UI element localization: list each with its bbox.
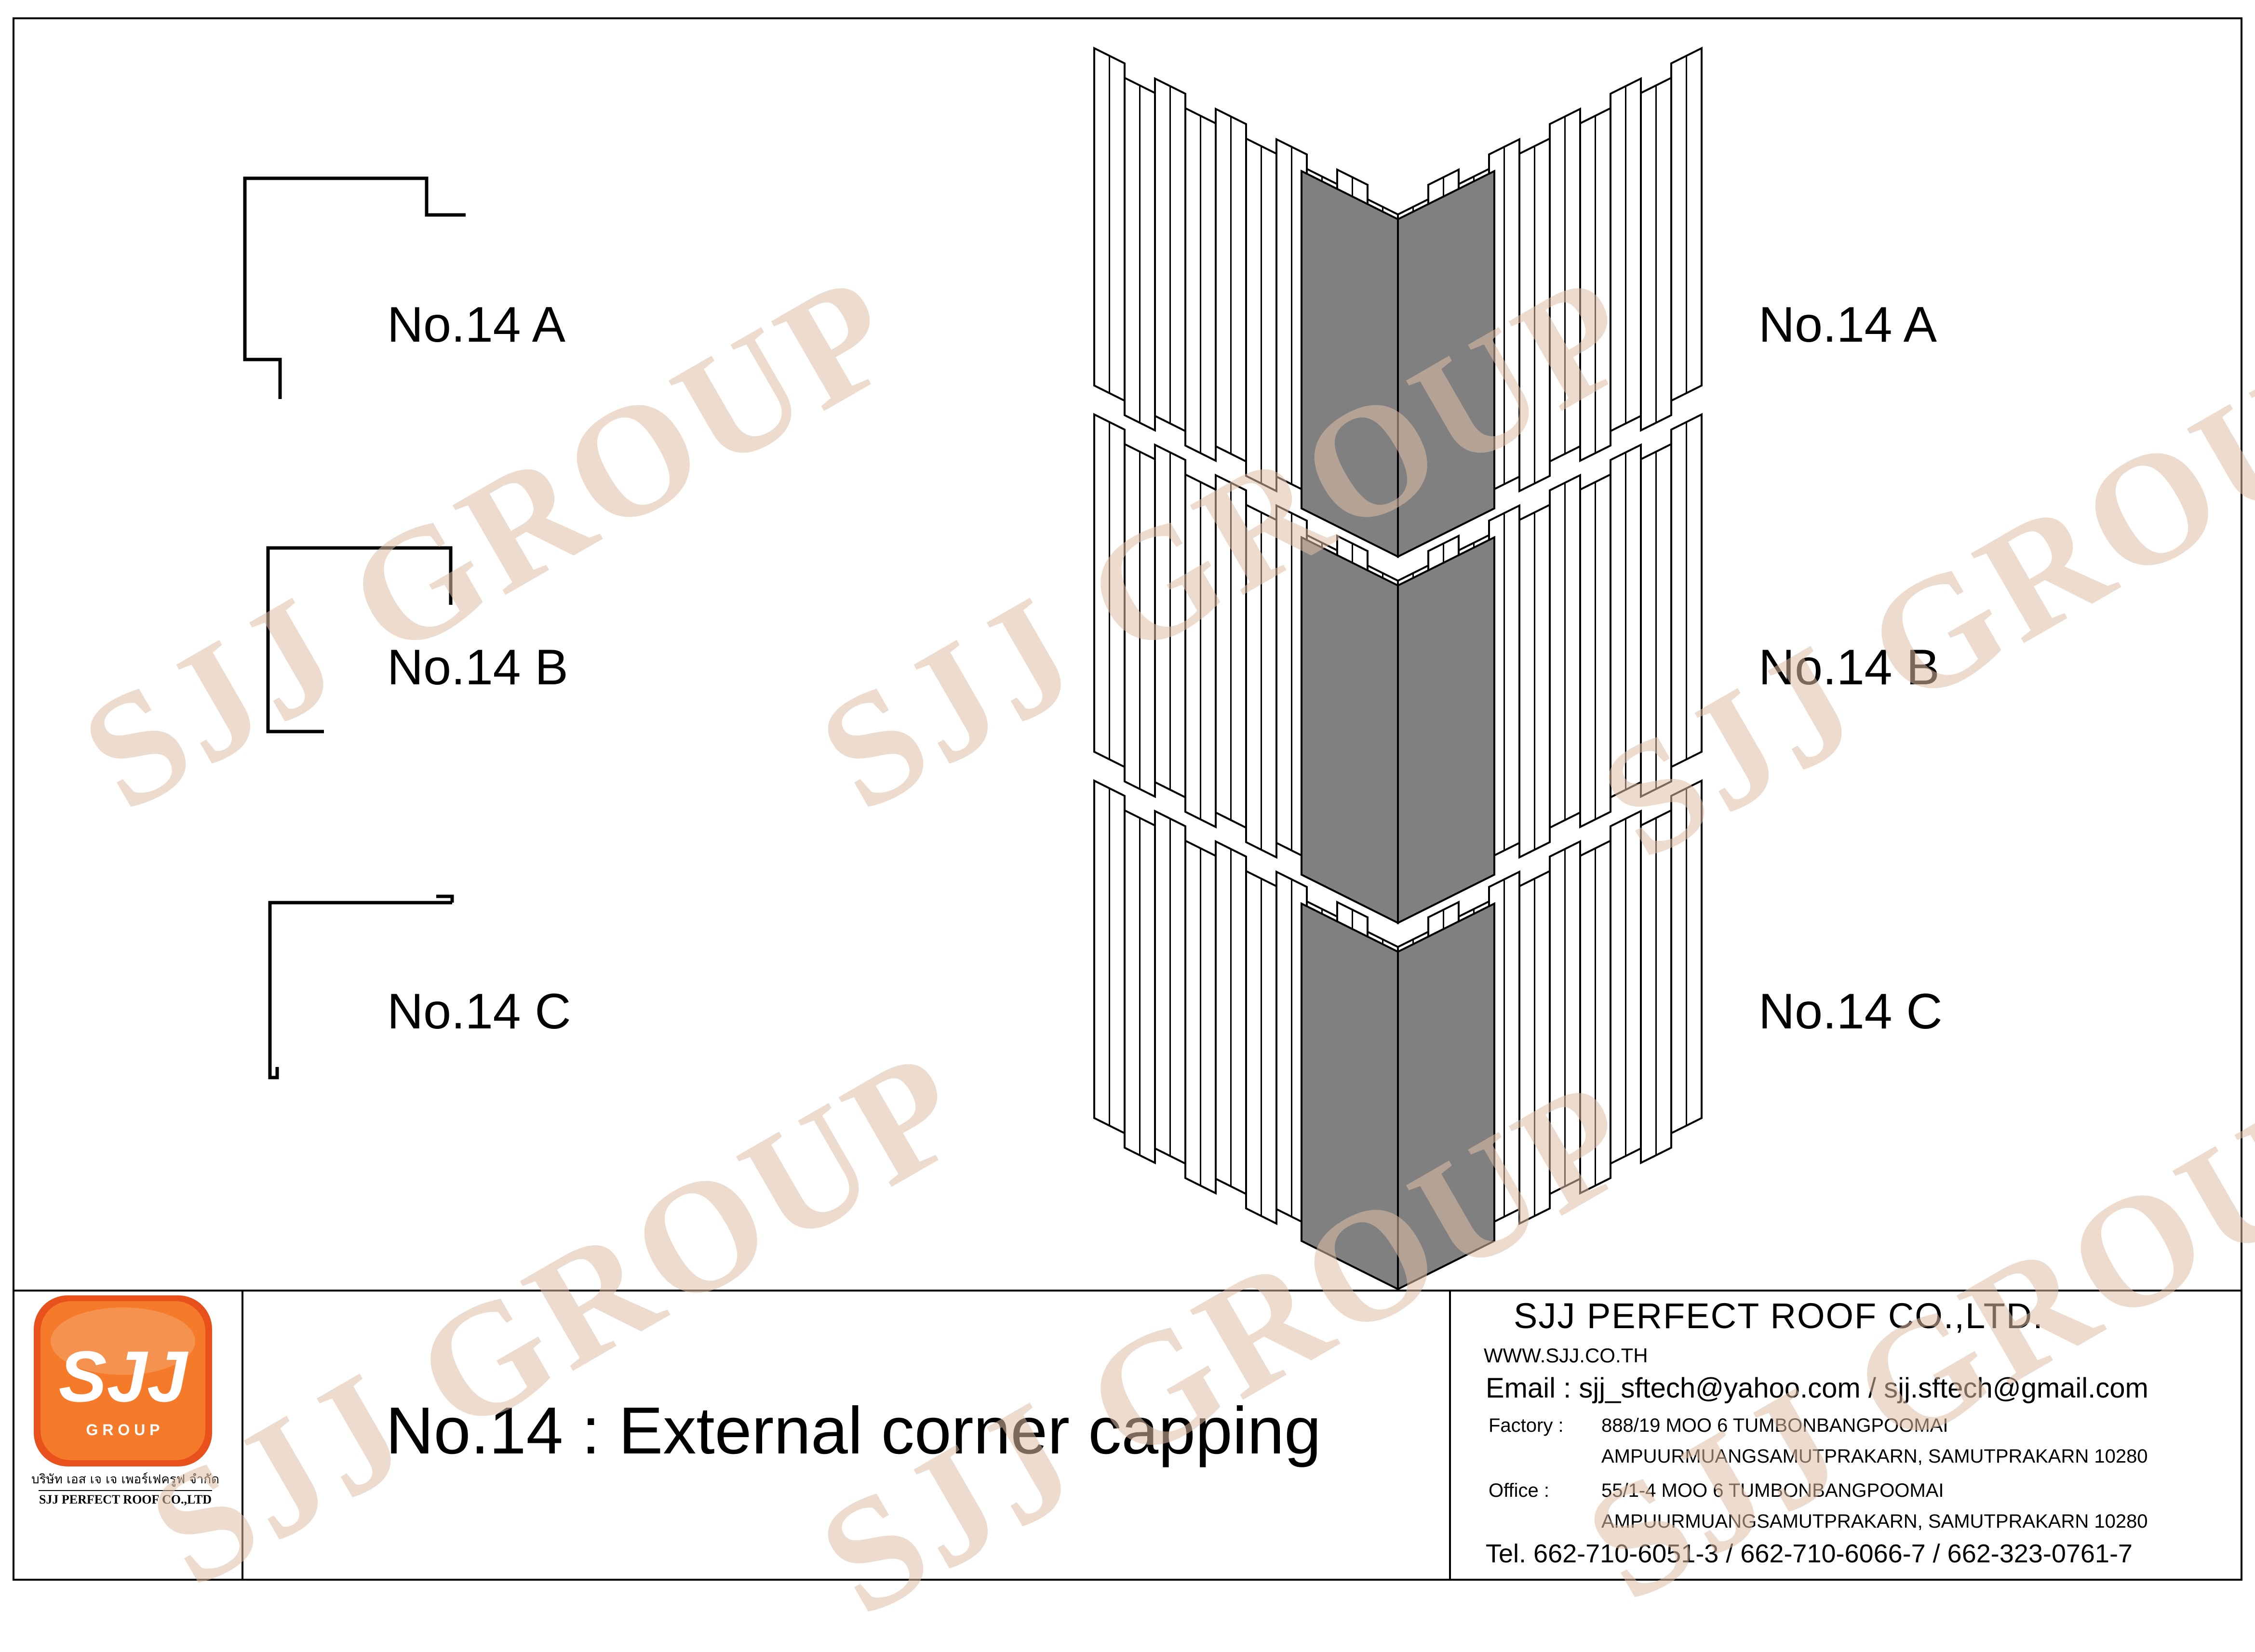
- logo-thai-name: บริษัท เอส เจ เจ เพอร์เฟครูฟ จำกัด: [31, 1472, 219, 1487]
- cladding-view-c: [1093, 779, 1703, 1291]
- logo-badge-icon: SJJ G R O U P บริษัท เอส เจ เจ เพอร์เฟคร…: [31, 1295, 219, 1506]
- profile-a-section: [243, 176, 466, 399]
- telephone: Tel. 662-710-6051-3 / 662-710-6066-7 / 6…: [1486, 1539, 2133, 1568]
- profile-c-label: No.14 C: [387, 984, 571, 1039]
- factory-line2: AMPUURMUANGSAMUTPRAKARN, SAMUTPRAKARN 10…: [1601, 1446, 2148, 1467]
- logo-sub: G R O U P: [86, 1421, 160, 1439]
- view-a-label: No.14 A: [1758, 297, 1937, 353]
- sheet-border: [13, 17, 2242, 1581]
- profile-b-section: [266, 546, 453, 733]
- drawing-canvas: [13, 17, 2242, 1581]
- drawing-title: No.14 : External corner capping: [386, 1394, 1321, 1468]
- logo-mark: SJJ: [59, 1336, 188, 1417]
- factory-label: Factory :: [1489, 1415, 1564, 1436]
- view-b-label: No.14 B: [1758, 639, 1940, 695]
- company-name: SJJ PERFECT ROOF CO.,LTD.: [1514, 1296, 2044, 1336]
- view-c-label: No.14 C: [1758, 984, 1943, 1039]
- profile-a-label: No.14 A: [387, 297, 566, 353]
- profile-b-label: No.14 B: [387, 639, 568, 695]
- factory-line1: 888/19 MOO 6 TUMBONBANGPOOMAI: [1601, 1415, 1948, 1436]
- cladding-view-a: [1093, 46, 1703, 559]
- office-line2: AMPUURMUANGSAMUTPRAKARN, SAMUTPRAKARN 10…: [1601, 1511, 2148, 1532]
- profile-c-section: [268, 894, 454, 1079]
- email: Email : sjj_sftech@yahoo.com / sjj.sftec…: [1486, 1372, 2148, 1404]
- company-logo: SJJ G R O U P บริษัท เอส เจ เจ เพอร์เฟคร…: [29, 1295, 222, 1507]
- cladding-view-b: [1093, 413, 1703, 925]
- drawing-sheet: SJJ GROUP SJJ GROUP SJJ GROUP SJJ GROUP …: [13, 17, 2255, 1649]
- website: WWW.SJJ.CO.TH: [1484, 1344, 1648, 1367]
- office-label: Office :: [1489, 1480, 1549, 1501]
- logo-company-caption: SJJ PERFECT ROOF CO.,LTD: [39, 1492, 212, 1506]
- office-line1: 55/1-4 MOO 6 TUMBONBANGPOOMAI: [1601, 1480, 1944, 1501]
